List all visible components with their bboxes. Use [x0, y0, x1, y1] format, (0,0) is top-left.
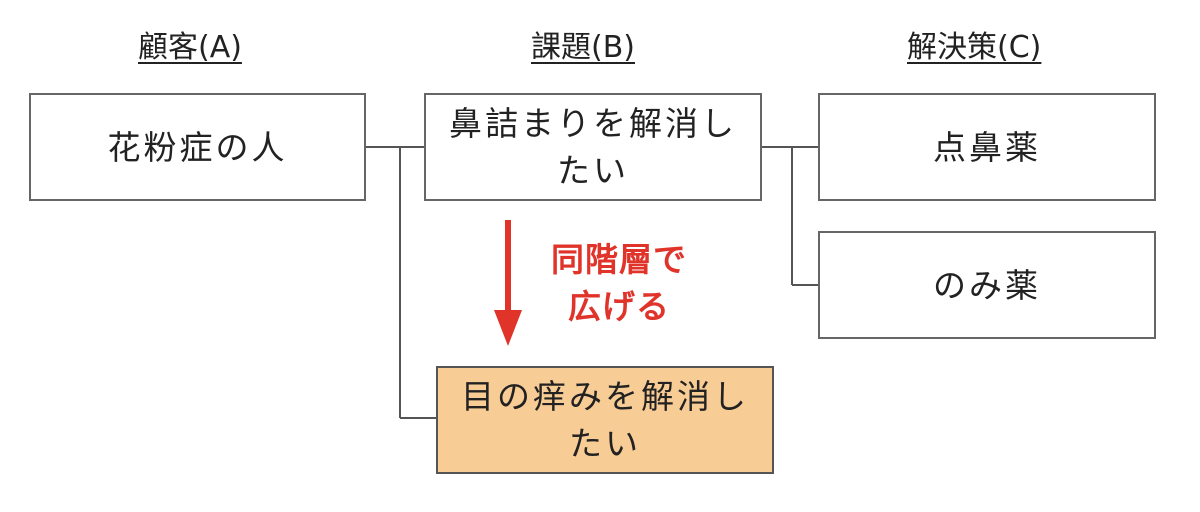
box-problem-2-label: 目の痒みを解消したい [461, 377, 749, 463]
box-customer-label: 花粉症の人 [107, 127, 288, 167]
down-arrow-icon [494, 310, 522, 346]
box-solution-2-label: のみ薬 [933, 265, 1041, 305]
header-solution: 解決策(C) [907, 30, 1042, 65]
annotation-text: 同階層で 広げる [544, 236, 694, 330]
header-problem: 課題(B) [531, 30, 635, 65]
box-problem-1-label: 鼻詰まりを解消したい [449, 104, 737, 190]
annotation-line-1: 同階層で [551, 240, 687, 279]
box-problem-2: 目の痒みを解消したい [436, 366, 774, 474]
annotation-line-2: 広げる [568, 287, 670, 326]
box-solution-1: 点鼻薬 [818, 93, 1156, 201]
box-problem-1: 鼻詰まりを解消したい [424, 93, 762, 201]
box-solution-2: のみ薬 [818, 231, 1156, 339]
box-customer: 花粉症の人 [29, 93, 366, 201]
box-solution-1-label: 点鼻薬 [933, 127, 1041, 167]
header-customer: 顧客(A) [138, 30, 242, 65]
